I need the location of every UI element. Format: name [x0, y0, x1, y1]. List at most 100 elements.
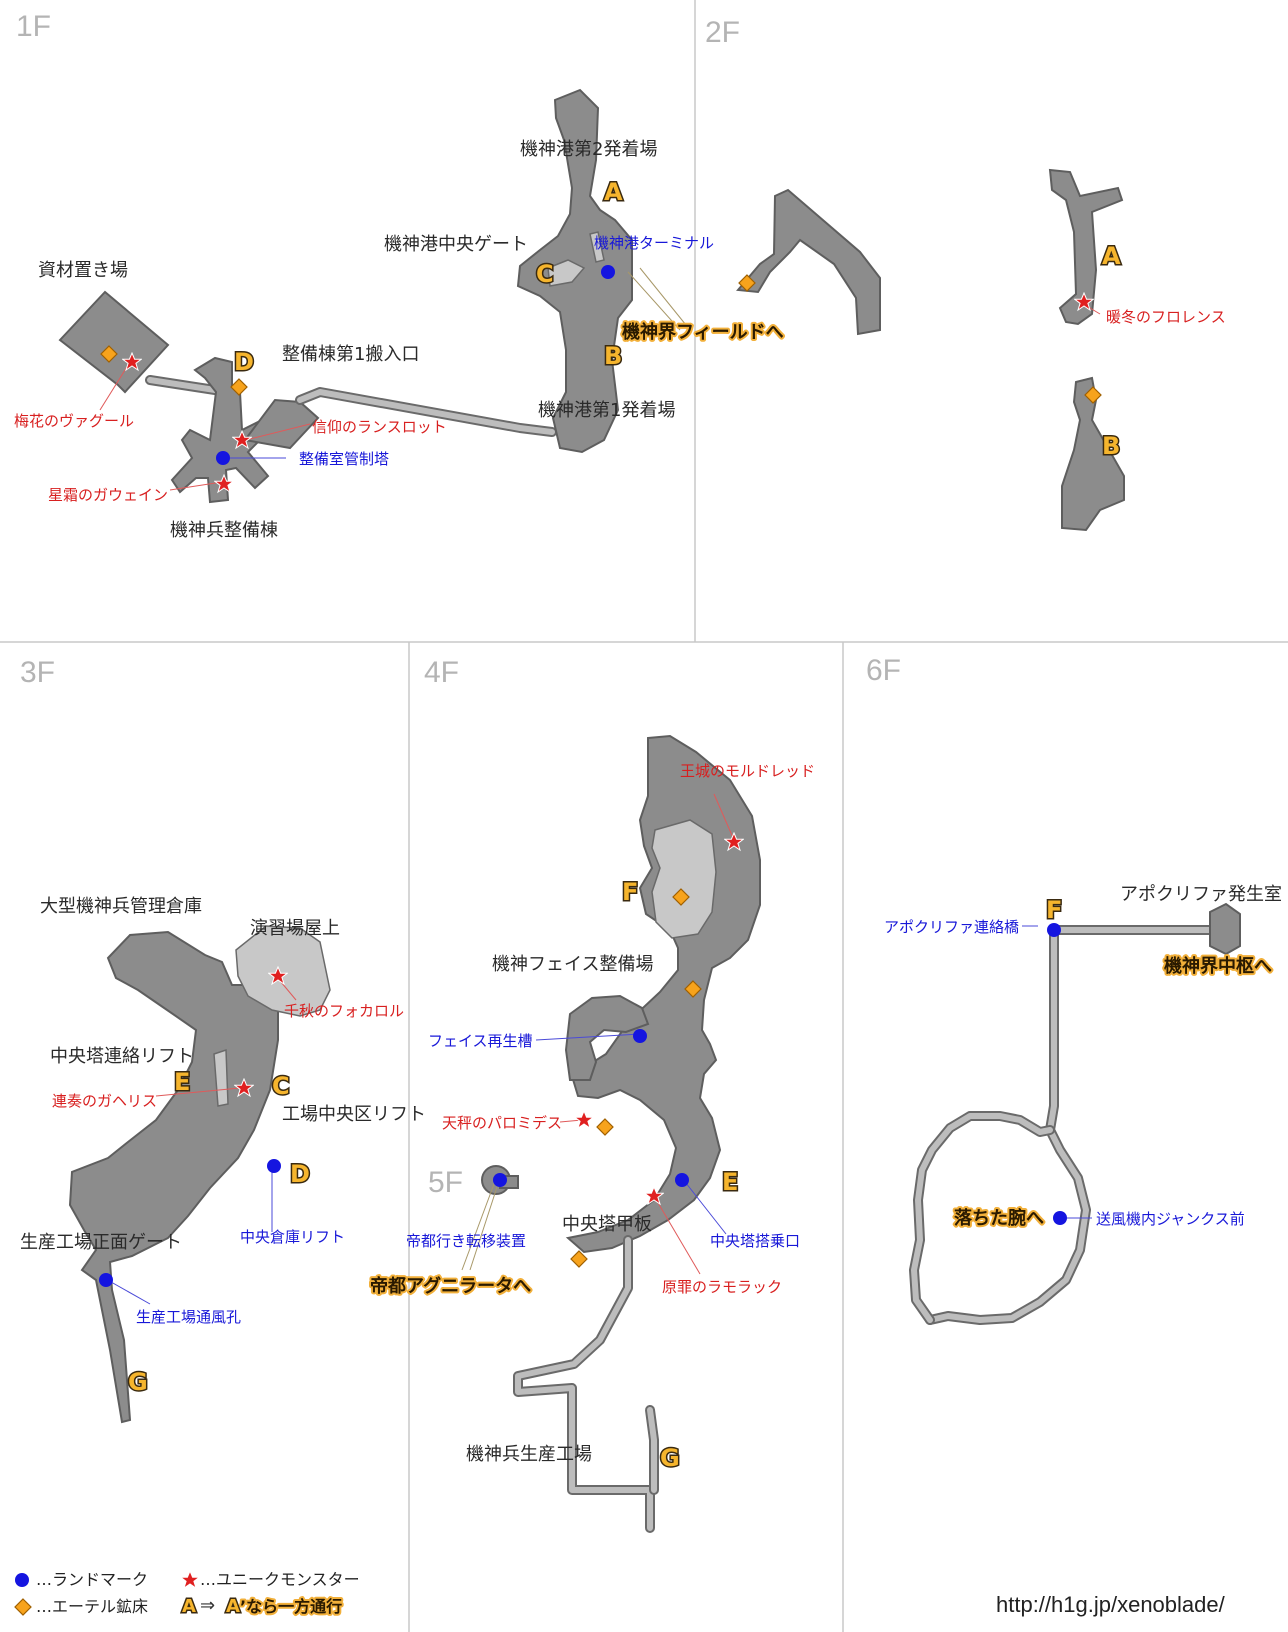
leader-lines: [99, 267, 1101, 1305]
warp-letter-d: D: [234, 348, 254, 376]
map-1f: [58, 88, 633, 504]
warp-letter-a: A: [1102, 242, 1121, 270]
landmark-dot-tower-gate: [675, 1173, 689, 1187]
monster-label: 星霜のガウェイン: [48, 486, 168, 504]
landmark-dot-bridge: [1047, 923, 1061, 937]
1f-materials-yard: [58, 290, 170, 394]
monster-label: 信仰のランスロット: [312, 418, 447, 436]
landmark-labels: 機神港ターミナル 整備室管制塔 中央倉庫リフト 生産工場通風孔 フェイス再生槽 …: [136, 234, 1245, 1326]
landmark-icon: [15, 1573, 29, 1587]
landmark-label: 生産工場通風孔: [136, 1308, 241, 1326]
area-label: 大型機神兵管理倉庫: [40, 896, 202, 917]
landmark-label: アポクリファ連絡橋: [884, 918, 1019, 936]
warp-letter-g: G: [128, 1368, 148, 1396]
3f-main: [68, 930, 279, 1424]
area-label: 機神兵整備棟: [170, 520, 278, 541]
floor-label-6f: 6F: [866, 654, 901, 687]
warp-letter-e: E: [722, 1168, 738, 1196]
area-label: 機神港第1発着場: [538, 400, 675, 421]
landmark-label: フェイス再生槽: [428, 1032, 533, 1050]
area-label: アポクリファ発生室: [1120, 884, 1282, 905]
legend-ether: …エーテル鉱床: [36, 1597, 148, 1616]
legend-oneway-text: ’なら一方通行: [240, 1597, 342, 1616]
warp-letter-e: E: [174, 1068, 190, 1096]
landmark-dot-regen-tank: [633, 1029, 647, 1043]
warp-letter-b: B: [604, 342, 622, 370]
floor-label-5f: 5F: [428, 1166, 463, 1199]
legend-landmark: …ランドマーク: [36, 1570, 148, 1589]
area-label: 機神フェイス整備場: [492, 954, 653, 975]
exit-labels: 機神界フィールドへ 帝都アグニラータへ 機神界中枢へ 落ちた腕へ: [368, 319, 1274, 1299]
area-label: 中央塔連絡リフト: [50, 1046, 194, 1067]
6f-apocrypha-room: [1209, 902, 1241, 956]
area-label: 演習場屋上: [250, 918, 340, 939]
area-label: 機神兵生産工場: [466, 1444, 592, 1465]
map-3f: [68, 925, 331, 1424]
ether-diamond-icon: [14, 1598, 32, 1616]
2f-west-b: [1061, 376, 1125, 532]
warp-letter-d: D: [290, 1160, 310, 1188]
monster-label: 千秋のフォカロル: [284, 1002, 404, 1020]
1f-incline: [243, 398, 320, 450]
ether-diamond-icon: [570, 1250, 588, 1268]
arrow-right-icon: ⇒: [200, 1595, 215, 1616]
landmark-label: 中央倉庫リフト: [240, 1228, 345, 1246]
warp-letter-g: G: [660, 1444, 680, 1472]
footer-url: http://h1g.jp/xenoblade/: [996, 1592, 1226, 1617]
area-label: 中央塔甲板: [562, 1214, 652, 1235]
ether-diamond-icon: [596, 1118, 614, 1136]
3f-rooftop: [235, 925, 331, 1017]
monster-label: 王城のモルドレッド: [680, 762, 815, 780]
landmark-label: 送風機内ジャンクス前: [1096, 1210, 1245, 1228]
landmark-label: 機神港ターミナル: [594, 234, 714, 252]
warp-letter-c: C: [536, 260, 554, 288]
monster-label: 梅花のヴァグール: [14, 412, 134, 430]
star-icon: [574, 1110, 594, 1129]
star-icon: [180, 1570, 200, 1589]
area-label: 整備棟第1搬入口: [282, 344, 419, 365]
monster-label: 暖冬のフロレンス: [1106, 308, 1226, 326]
area-label: 資材置き場: [38, 260, 128, 281]
floor-label-1f: 1F: [16, 10, 51, 43]
2f-arch: [736, 188, 881, 336]
landmark-label: 整備室管制塔: [299, 450, 389, 468]
warp-letter-b: B: [1102, 432, 1120, 460]
warp-letters: A C D B A B E C D G F E G F: [127, 177, 1123, 1474]
legend-oneway-to: A: [226, 1596, 240, 1617]
area-label: 機神港第2発着場: [520, 139, 657, 160]
landmark-dot-central-lift: [267, 1159, 281, 1173]
warp-letter-a: A: [604, 178, 623, 206]
area-label: 生産工場正面ゲート: [20, 1232, 182, 1253]
warp-letter-f: F: [622, 878, 638, 906]
monster-label: 原罪のラモラック: [662, 1278, 782, 1296]
exit-label: 落ちた腕へ: [954, 1207, 1044, 1229]
exit-label: 帝都アグニラータへ: [370, 1275, 531, 1297]
legend: …ランドマーク …エーテル鉱床 …ユニークモンスター A ⇒ A ’なら一方通行: [14, 1570, 360, 1619]
monster-label: 連奏のガヘリス: [52, 1092, 157, 1110]
area-label: 工場中央区リフト: [282, 1104, 426, 1125]
warp-letter-c: C: [272, 1072, 290, 1100]
map-4f: [481, 734, 761, 1533]
exit-label: 機神界中枢へ: [1164, 955, 1272, 977]
floor-label-2f: 2F: [705, 16, 740, 49]
exit-label: 機神界フィールドへ: [622, 321, 784, 343]
landmark-label: 中央塔搭乗口: [710, 1232, 800, 1250]
area-labels: 機神港第2発着場 機神港中央ゲート 資材置き場 整備棟第1搬入口 機神港第1発着…: [20, 139, 1282, 1465]
legend-oneway-from: A: [182, 1596, 196, 1617]
landmark-dot-vent: [99, 1273, 113, 1287]
map-2f: [736, 168, 1125, 532]
landmark-label: 帝都行き転移装置: [406, 1232, 526, 1250]
4f-west-ring: [564, 994, 650, 1081]
map-6f: [909, 902, 1241, 1325]
monster-labels: 信仰のランスロット 梅花のヴァグール 星霜のガウェイン 暖冬のフロレンス 千秋の…: [14, 308, 1226, 1296]
warp-letter-f: F: [1046, 896, 1062, 924]
floor-label-4f: 4F: [424, 656, 459, 689]
area-label: 機神港中央ゲート: [384, 234, 528, 255]
2f-west-a: [1048, 168, 1124, 326]
legend-unique: …ユニークモンスター: [200, 1570, 360, 1589]
landmark-dot-control-tower: [216, 451, 230, 465]
landmark-dot-junks: [1053, 1211, 1067, 1225]
landmark-dot-teleporter: [493, 1173, 507, 1187]
